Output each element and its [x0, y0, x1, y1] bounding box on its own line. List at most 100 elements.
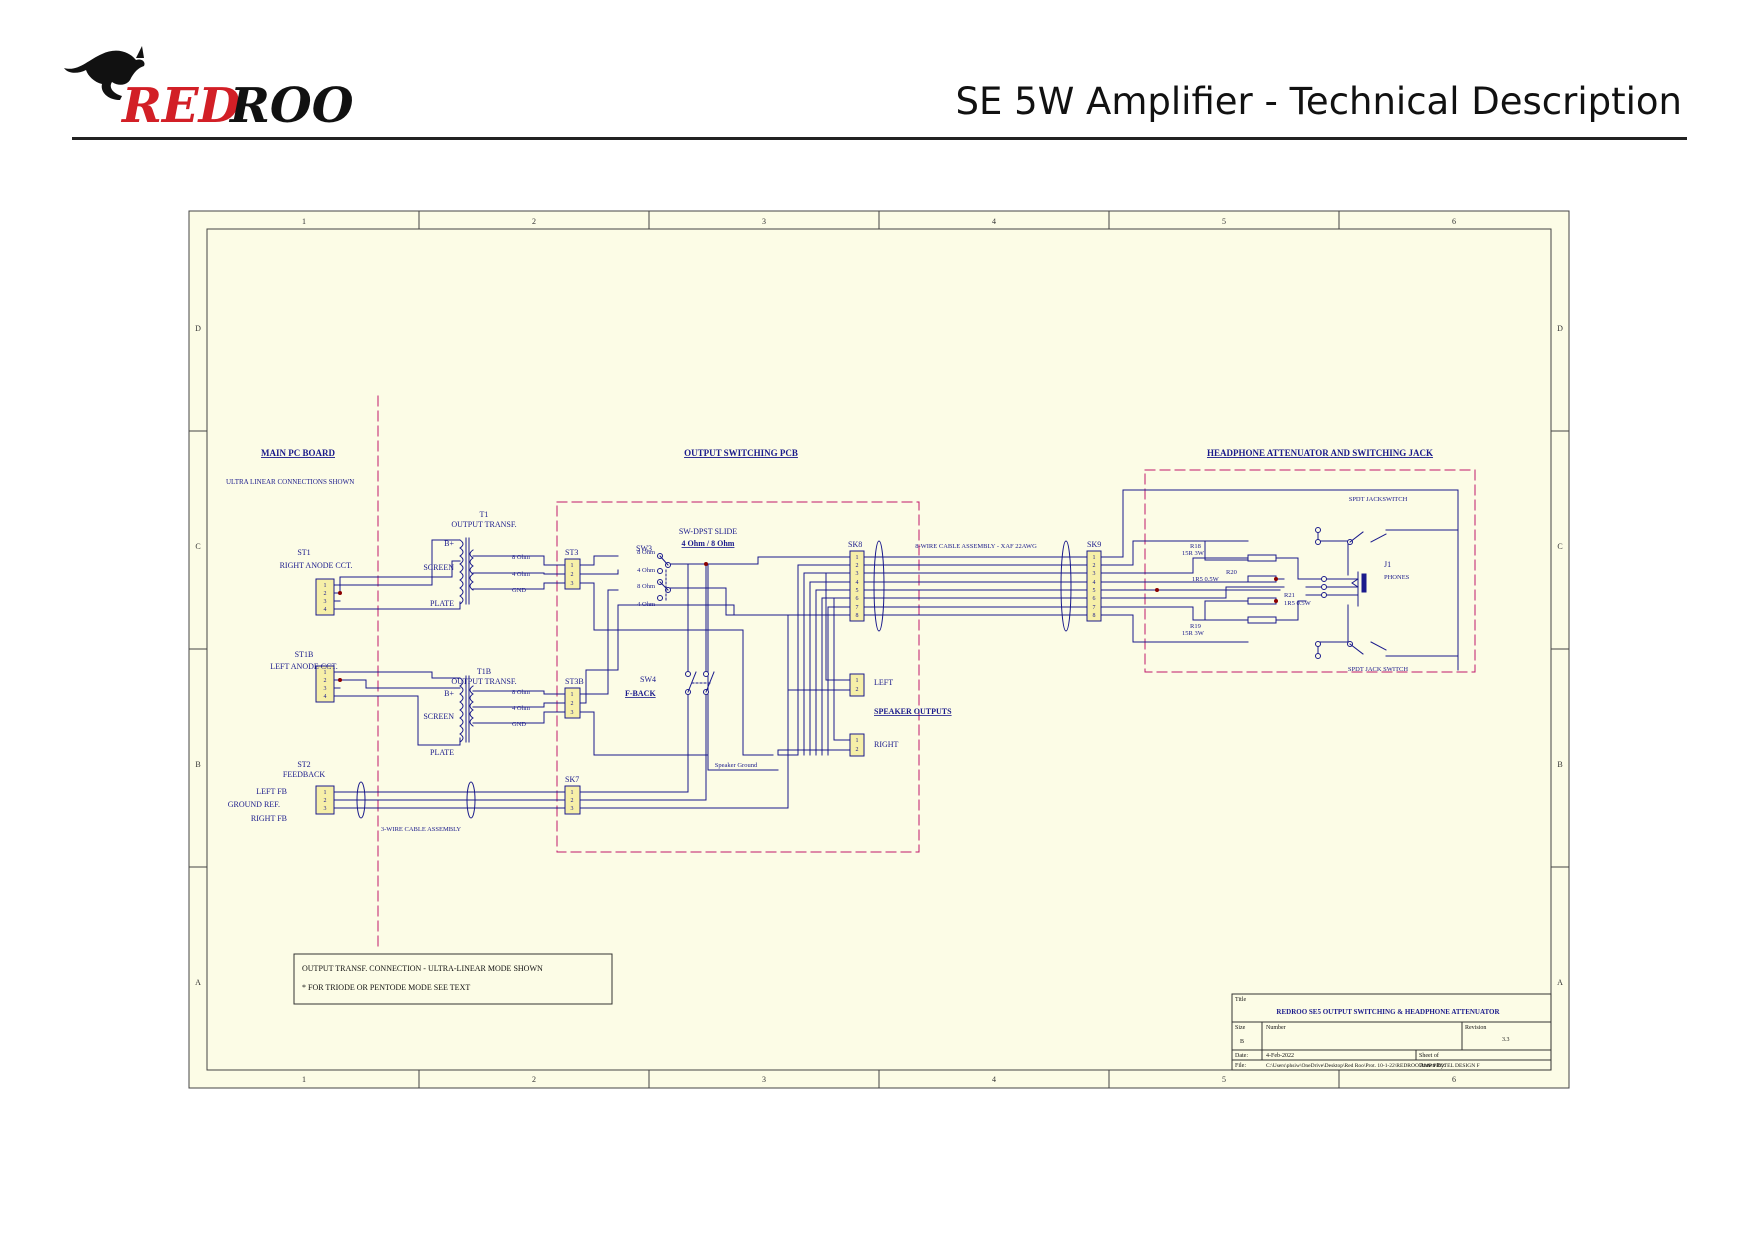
title-block-size-label: Size — [1235, 1025, 1246, 1031]
title-block-number-label: Number — [1266, 1025, 1286, 1031]
label-t1b-screen: SCREEN — [423, 712, 454, 721]
section-title-main: MAIN PC BOARD — [261, 448, 335, 458]
header-rule — [72, 137, 1687, 140]
svg-text:2: 2 — [571, 701, 574, 707]
label-st2: ST2 — [297, 760, 310, 769]
label-t1b-plate: PLATE — [430, 748, 454, 757]
label-r19-value: 15R 3W — [1182, 630, 1205, 637]
resistor-r18 — [1247, 554, 1277, 562]
label-speaker-ground: Speaker Ground — [715, 762, 758, 769]
output-pcb-boundary — [556, 501, 920, 853]
svg-text:2: 2 — [856, 747, 859, 753]
svg-text:1: 1 — [324, 790, 327, 796]
label-r21: R21 — [1284, 592, 1295, 599]
label-sw3-pos: 4 Ohm — [637, 567, 655, 574]
label-spdt-top: SPDT JACKSWITCH — [1349, 496, 1408, 503]
connector-sk8 — [849, 550, 865, 622]
sheet-inner-frame — [206, 228, 1552, 1071]
label-st2-desc: FEEDBACK — [283, 770, 325, 779]
col-label-top: 2 — [532, 217, 536, 226]
svg-text:3: 3 — [324, 599, 327, 605]
col-label-top: 3 — [762, 217, 766, 226]
svg-text:1: 1 — [1093, 555, 1096, 561]
title-block-file: C:\Users\phsiw\OneDrive\Desktop\Red Roo\… — [1266, 1063, 1480, 1069]
svg-text:6: 6 — [856, 596, 859, 602]
label-spdt-bottom: SPDT JACK SWITCH — [1348, 666, 1409, 673]
title-block-drawn-label: Drawn By: — [1419, 1063, 1446, 1069]
svg-text:2: 2 — [324, 678, 327, 684]
label-st1b: ST1B — [295, 650, 314, 659]
row-label-right: B — [1557, 760, 1562, 769]
label-t1-sec: 8 Ohm — [512, 554, 530, 561]
label-t1b-sec: 8 Ohm — [512, 689, 530, 696]
svg-text:3: 3 — [571, 806, 574, 812]
svg-text:3: 3 — [856, 571, 859, 577]
label-st2-pin: LEFT FB — [256, 787, 287, 796]
svg-text:1: 1 — [856, 738, 859, 744]
svg-text:1: 1 — [571, 790, 574, 796]
svg-text:6: 6 — [1093, 596, 1096, 602]
label-speaker-outputs: SPEAKER OUTPUTS — [874, 707, 952, 716]
region-boundaries — [377, 395, 1476, 951]
svg-text:2: 2 — [571, 572, 574, 578]
note-line-1: OUTPUT TRANSF. CONNECTION - ULTRA-LINEAR… — [302, 964, 543, 973]
svg-text:5: 5 — [856, 588, 859, 594]
svg-text:2: 2 — [856, 687, 859, 693]
label-t1b-desc: OUTPUT TRANSF. — [451, 677, 516, 686]
resistor-r21 — [1247, 597, 1277, 605]
title-block-revision-label: Revision — [1465, 1025, 1486, 1031]
svg-text:2: 2 — [324, 798, 327, 804]
col-label-top: 5 — [1222, 217, 1226, 226]
resistor-r19 — [1247, 616, 1277, 624]
row-label-left: A — [195, 978, 201, 987]
row-label-right: D — [1557, 324, 1563, 333]
section-title-headphone: HEADPHONE ATTENUATOR AND SWITCHING JACK — [1207, 448, 1433, 458]
label-st1b-desc: LEFT ANODE CCT. — [270, 662, 337, 671]
label-t1-sec: 4 Ohm — [512, 571, 530, 578]
resistor-r20 — [1247, 575, 1277, 583]
frame-ticks — [188, 210, 1570, 1089]
svg-text:8: 8 — [1093, 613, 1096, 619]
title-block: Title REDROO SE5 OUTPUT SWITCHING & HEAD… — [1231, 993, 1552, 1071]
connector-st3b — [564, 687, 581, 719]
svg-text:1: 1 — [856, 678, 859, 684]
svg-text:2: 2 — [856, 563, 859, 569]
label-r18-value: 15R 3W — [1182, 550, 1205, 557]
col-label-top: 6 — [1452, 217, 1456, 226]
section-title-output: OUTPUT SWITCHING PCB — [684, 448, 798, 458]
svg-text:3: 3 — [571, 710, 574, 716]
title-block-size: B — [1240, 1039, 1244, 1045]
col-label-bottom: 6 — [1452, 1075, 1456, 1084]
label-st2-pin: GROUND REF. — [228, 800, 280, 809]
label-j1: J1 — [1384, 560, 1391, 569]
label-t1b: T1B — [477, 667, 491, 676]
logo-red-text: RED — [120, 78, 240, 132]
svg-text:3: 3 — [324, 686, 327, 692]
resistors — [1247, 554, 1277, 624]
wires — [333, 489, 1459, 809]
svg-text:7: 7 — [1093, 605, 1096, 611]
headphone-boundary — [1144, 469, 1476, 673]
connector-speaker-left — [849, 673, 865, 697]
label-sw4: SW4 — [640, 675, 656, 684]
label-t1-desc: OUTPUT TRANSF. — [451, 520, 516, 529]
svg-text:4: 4 — [856, 580, 859, 586]
note-line-2: * FOR TRIODE OR PENTODE MODE SEE TEXT — [302, 983, 470, 992]
label-t1-bplus: B+ — [444, 539, 454, 548]
label-sw3-desc: SW-DPST SLIDE — [679, 527, 737, 536]
svg-text:2: 2 — [1093, 563, 1096, 569]
col-label-bottom: 3 — [762, 1075, 766, 1084]
connector-st2 — [315, 785, 335, 815]
title-block-date-label: Date: — [1235, 1053, 1248, 1059]
label-t1-plate: PLATE — [430, 599, 454, 608]
label-sw3: SW3 — [636, 544, 652, 553]
svg-text:1: 1 — [324, 670, 327, 676]
junction-nodes — [338, 562, 1278, 682]
label-cable8: 8-WIRE CABLE ASSEMBLY - XAF 22AWG — [915, 543, 1037, 550]
note-box — [293, 953, 613, 1005]
label-st1: ST1 — [297, 548, 310, 557]
svg-text:5: 5 — [1093, 588, 1096, 594]
svg-text:4: 4 — [324, 694, 327, 700]
col-label-top: 4 — [992, 217, 996, 226]
label-right: RIGHT — [874, 740, 899, 749]
